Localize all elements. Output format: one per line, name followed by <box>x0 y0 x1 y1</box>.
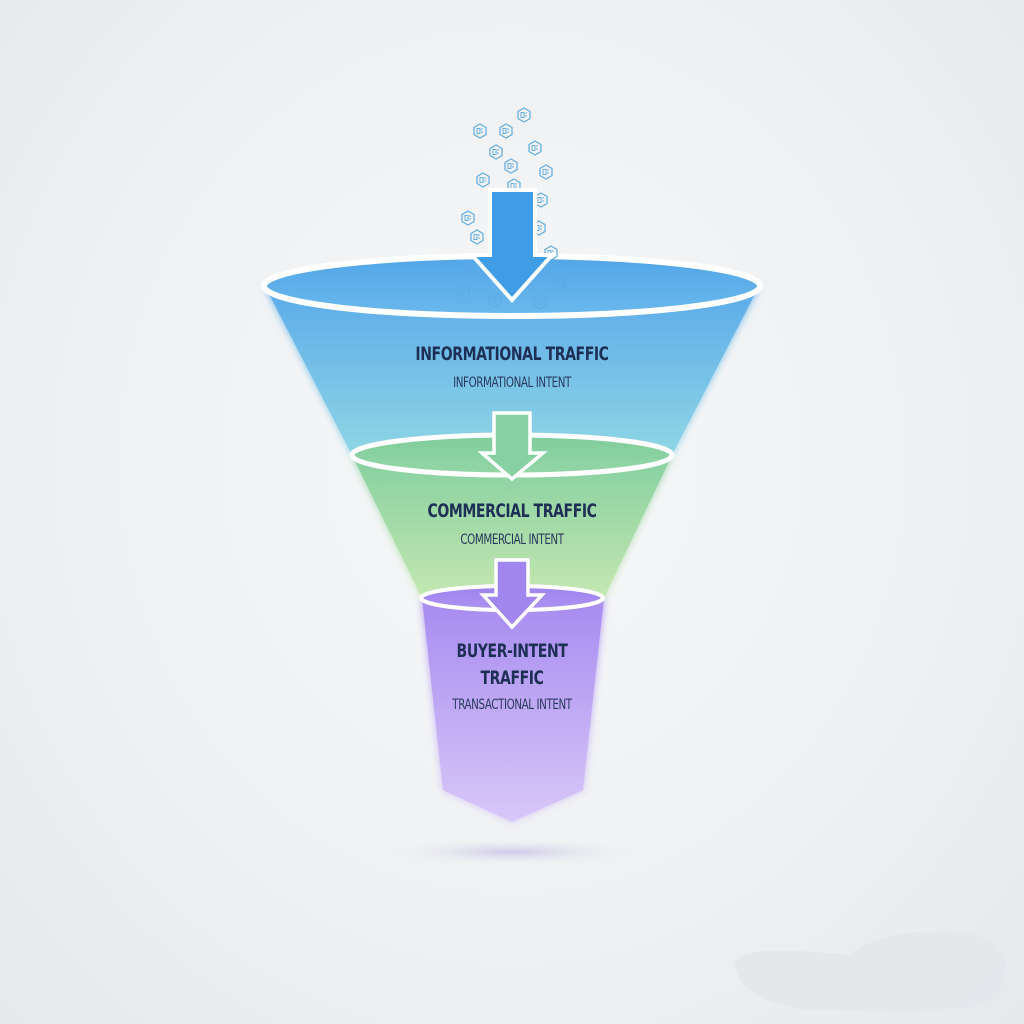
stage-informational-title: INFORMATIONAL TRAFFIC <box>415 343 609 365</box>
stage-commercial-title: COMMERCIAL TRAFFIC <box>427 500 597 522</box>
stage-buyer-intent-title-line2: TRAFFIC <box>480 667 544 689</box>
background-smudge <box>735 931 1006 1012</box>
stage-buyer-intent-title-line1: BUYER-INTENT <box>456 640 568 662</box>
stage-buyer-intent-subtitle: TRANSACTIONAL INTENT <box>452 697 572 713</box>
down-arrow-icon <box>477 411 548 482</box>
funnel-shadow <box>392 840 632 864</box>
down-arrow-icon <box>479 558 547 630</box>
stage-informational-subtitle: INFORMATIONAL INTENT <box>453 375 571 391</box>
stage-commercial-subtitle: COMMERCIAL INTENT <box>460 532 564 548</box>
down-arrow-icon <box>467 188 557 304</box>
